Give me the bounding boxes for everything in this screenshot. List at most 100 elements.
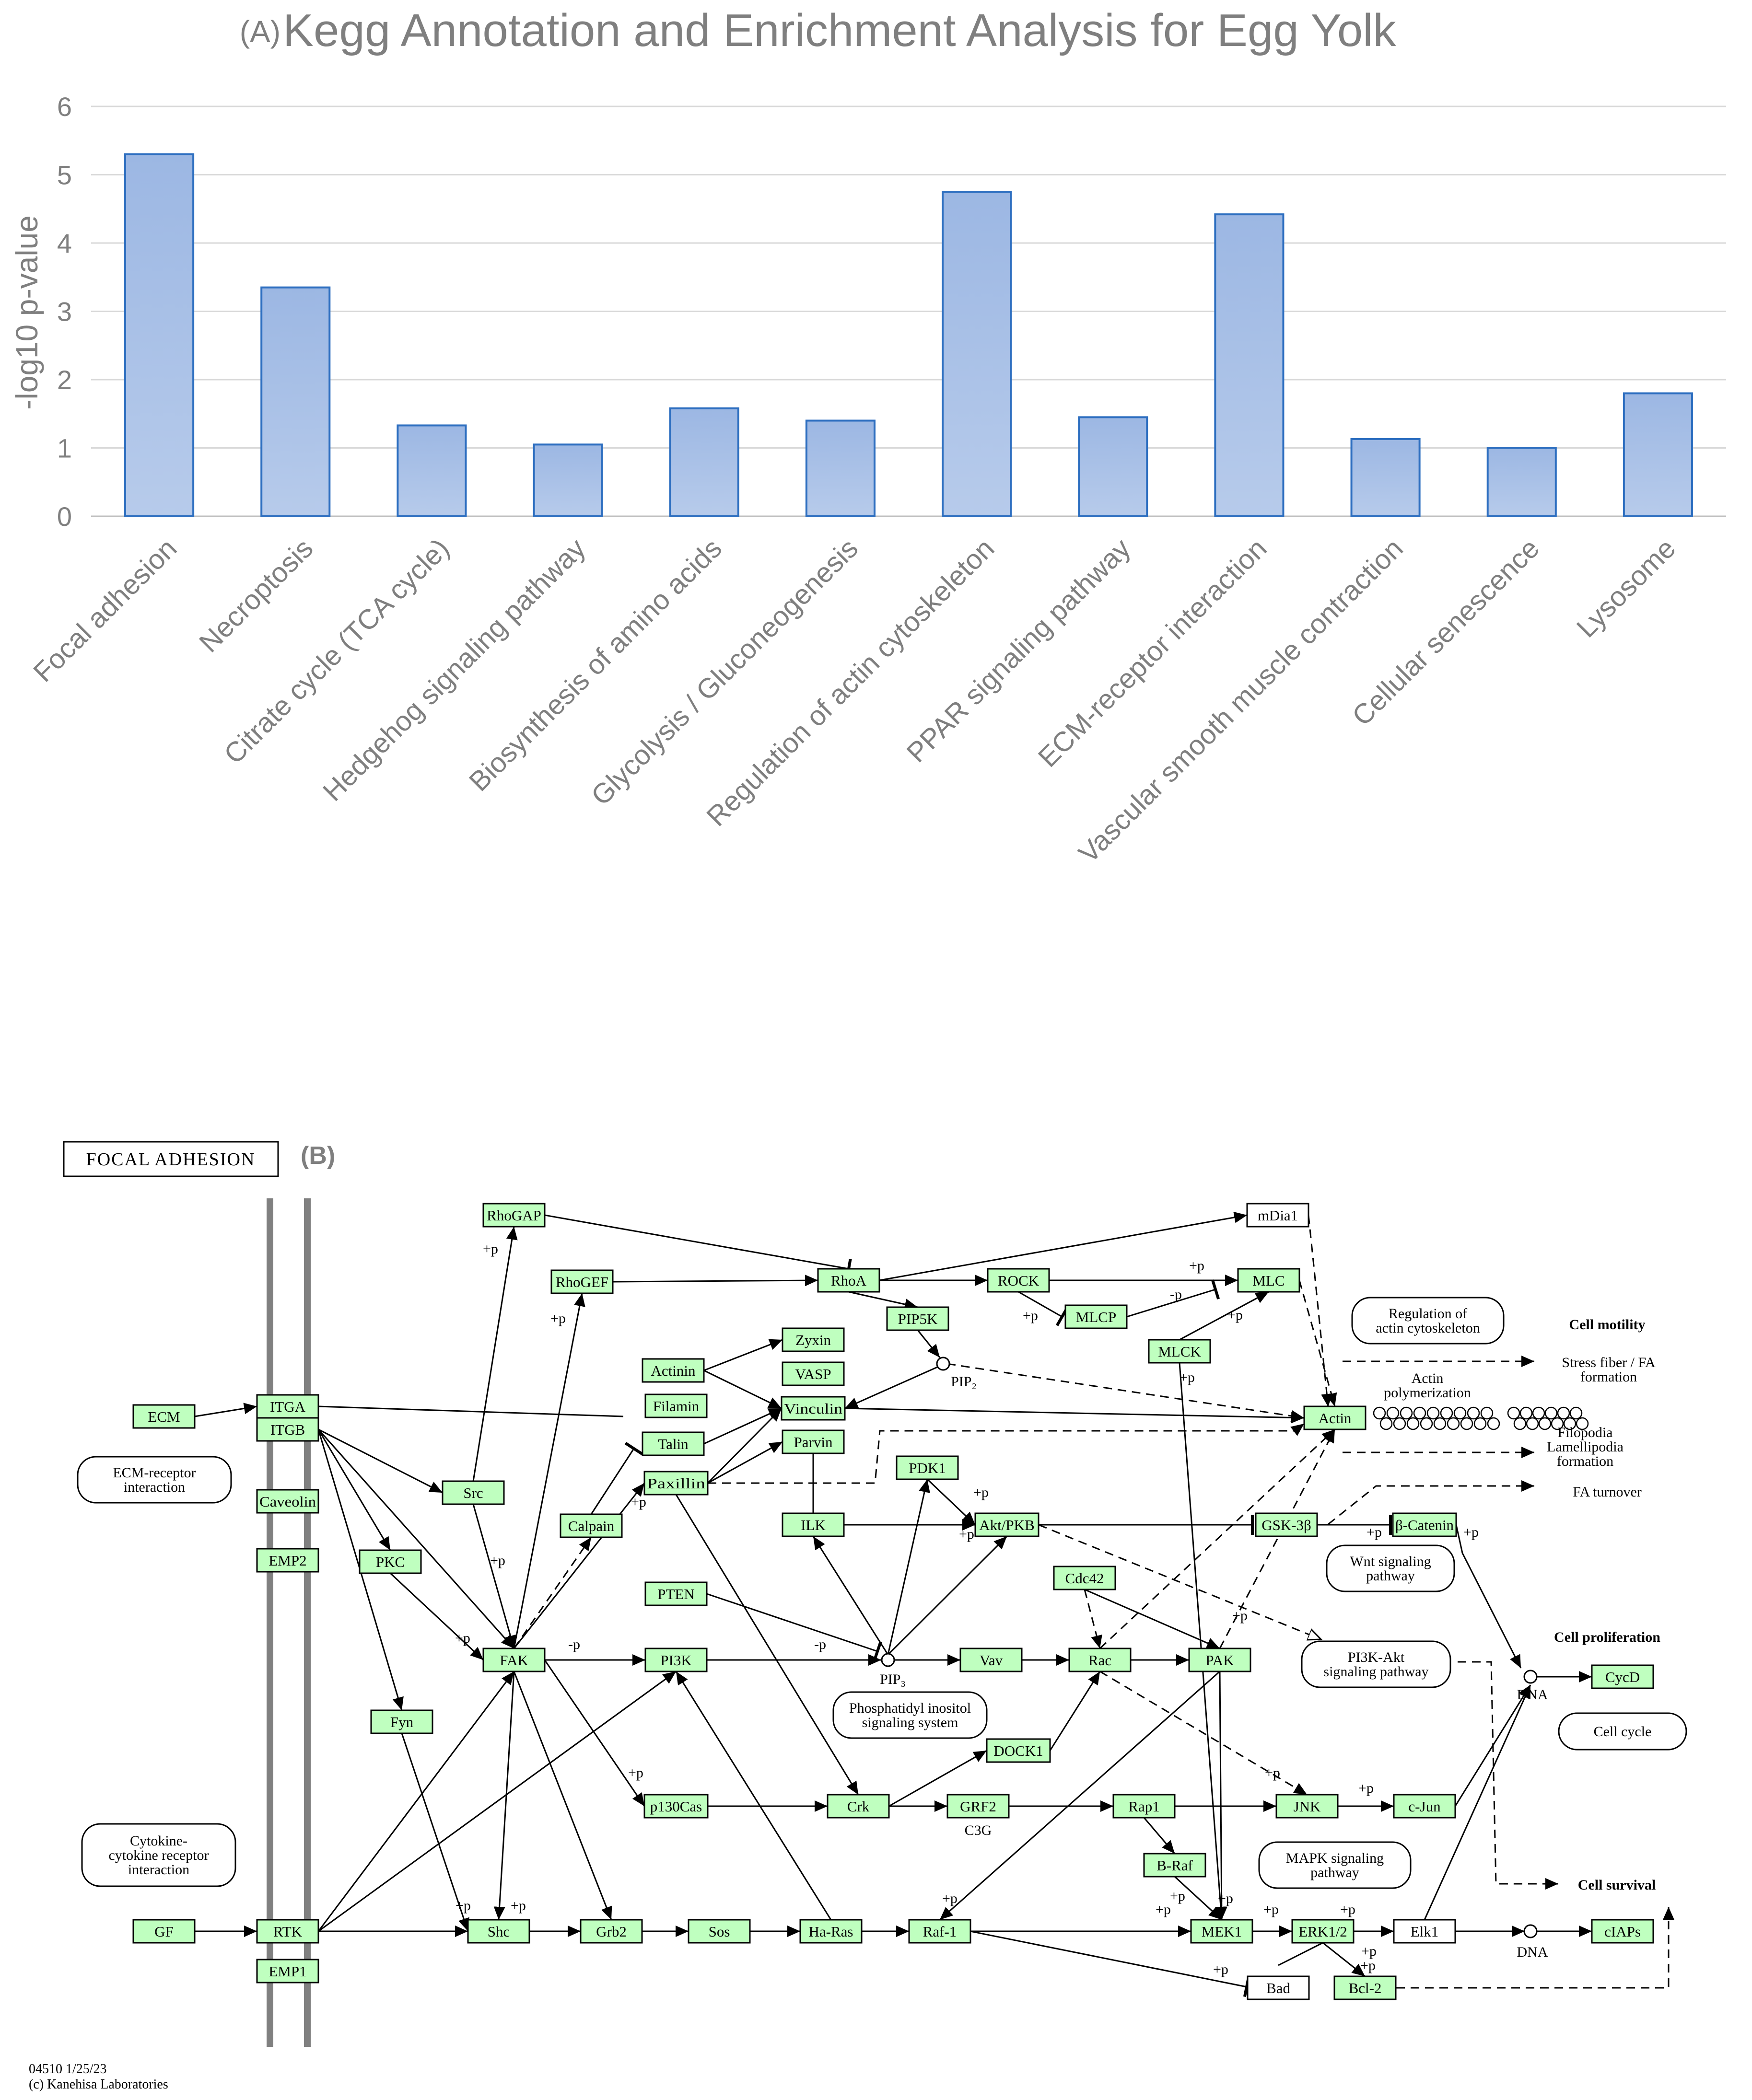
gene-node-raf1[interactable]: Raf-1 <box>908 1919 971 1944</box>
gene-node-mlck[interactable]: MLCK <box>1148 1339 1211 1364</box>
node-label: Bad <box>1266 1980 1290 1996</box>
compound-dna2[interactable] <box>1523 1924 1538 1938</box>
gene-node-grb2[interactable]: Grb2 <box>580 1919 643 1944</box>
gene-node-jnk[interactable]: JNK <box>1275 1794 1339 1819</box>
gene-node-crk[interactable]: Crk <box>827 1794 890 1819</box>
gene-node-erk12[interactable]: ERK1/2 <box>1291 1919 1355 1944</box>
gene-node-fyn[interactable]: Fyn <box>370 1709 433 1734</box>
gene-node-haras[interactable]: Ha-Ras <box>799 1919 863 1944</box>
gene-node-actinin[interactable]: Actinin <box>642 1358 705 1383</box>
compound-pip3[interactable] <box>881 1653 895 1667</box>
edge-label-plus-p: +p <box>456 1898 471 1914</box>
gene-node-shc[interactable]: Shc <box>467 1919 530 1944</box>
gene-node-calpain[interactable]: Calpain <box>560 1513 623 1538</box>
gene-node-emp1[interactable]: EMP1 <box>256 1959 319 1984</box>
gene-node-cdc42[interactable]: Cdc42 <box>1053 1566 1116 1590</box>
gene-node-braf[interactable]: B-Raf <box>1143 1853 1206 1878</box>
gene-node-pi3k[interactable]: PI3K <box>644 1648 708 1672</box>
gene-node-caveolin[interactable]: Caveolin <box>256 1489 319 1514</box>
gene-node-grf2[interactable]: GRF2 <box>946 1794 1010 1819</box>
gene-node-vav[interactable]: Vav <box>959 1648 1023 1672</box>
gene-node-rhogap[interactable]: RhoGAP <box>482 1203 546 1228</box>
x-tick-label: Regulation of actin cytoskeleton <box>701 533 1000 832</box>
gene-node-rac[interactable]: Rac <box>1068 1648 1132 1672</box>
gene-node-cycd[interactable]: CycD <box>1591 1664 1654 1689</box>
gene-node-vinculin[interactable]: Vinculin <box>781 1396 846 1421</box>
gene-node-zyxin[interactable]: Zyxin <box>782 1327 845 1352</box>
gene-node-rap1[interactable]: Rap1 <box>1112 1794 1176 1819</box>
pathway-map-cellcycle[interactable]: Cell cycle <box>1558 1712 1687 1751</box>
compound-pip2[interactable] <box>936 1357 950 1371</box>
gene-node-itga[interactable]: ITGA <box>256 1394 319 1419</box>
gene-node-mlcp[interactable]: MLCP <box>1064 1304 1128 1329</box>
gene-node-dock1[interactable]: DOCK1 <box>986 1738 1051 1763</box>
gene-node-src[interactable]: Src <box>442 1480 505 1505</box>
gene-node-aktpkb[interactable]: Akt/PKB <box>974 1512 1040 1537</box>
gene-node-sos[interactable]: Sos <box>688 1919 751 1944</box>
edge-label-plus-p: +p <box>483 1241 498 1257</box>
gene-node-rhogef[interactable]: RhoGEF <box>550 1269 614 1294</box>
gene-node-bcatenin[interactable]: β-Catenin <box>1392 1512 1457 1537</box>
gene-node-vasp[interactable]: VASP <box>782 1361 845 1386</box>
bar <box>1486 447 1557 517</box>
gene-node-parvin[interactable]: Parvin <box>782 1429 845 1454</box>
gene-node-ilk[interactable]: ILK <box>782 1512 845 1537</box>
gene-node-mek1[interactable]: MEK1 <box>1190 1919 1253 1944</box>
annotation-stress: Stress fiber / FA <box>1562 1355 1656 1370</box>
gene-node-rhoa[interactable]: RhoA <box>817 1268 880 1293</box>
gene-node-pak[interactable]: PAK <box>1188 1648 1251 1672</box>
gene-node-ciaps[interactable]: cIAPs <box>1591 1919 1654 1944</box>
gene-node-rock[interactable]: ROCK <box>987 1268 1050 1293</box>
gene-node-pdk1[interactable]: PDK1 <box>896 1455 959 1480</box>
node-label: Ha-Ras <box>809 1923 853 1940</box>
gene-node-actin[interactable]: Actin <box>1303 1405 1367 1430</box>
gene-node-gsk3b[interactable]: GSK-3β <box>1255 1512 1318 1537</box>
gene-node-ecm[interactable]: ECM <box>132 1404 196 1429</box>
gene-node-rtk[interactable]: RTK <box>256 1919 319 1944</box>
y-axis-label: -log10 p-value <box>10 215 44 410</box>
pathway-edge-labels: +p+p+p+p+p+p+p+p+p+p+p+p+p+p+p+p+p+p+p+p… <box>455 1241 1479 1977</box>
gene-node-paxillin[interactable]: Paxillin <box>643 1471 709 1496</box>
gene-node-gf[interactable]: GF <box>132 1919 196 1944</box>
protein-node-bad[interactable]: Bad <box>1247 1975 1310 2000</box>
gene-node-p130cas[interactable]: p130Cas <box>643 1794 709 1819</box>
pathway-edge <box>707 1441 783 1484</box>
gene-node-itgb[interactable]: ITGB <box>256 1417 319 1442</box>
edge-label-plus-p: +p <box>1340 1902 1355 1917</box>
gene-node-mlc[interactable]: MLC <box>1237 1268 1300 1293</box>
edge-label-plus-p: +p <box>1263 1902 1279 1917</box>
node-label: p130Cas <box>650 1798 702 1815</box>
actin-bead <box>1420 1417 1433 1430</box>
protein-node-elk1[interactable]: Elk1 <box>1393 1919 1456 1944</box>
pathway-map-label: Wnt signaling <box>1350 1554 1431 1569</box>
gene-node-cjun[interactable]: c-Jun <box>1393 1794 1456 1819</box>
gene-node-filamin[interactable]: Filamin <box>644 1393 708 1418</box>
pathway-map-label: MAPK signaling <box>1286 1850 1384 1866</box>
edge-label-plus-p: +p <box>1232 1608 1248 1624</box>
pathway-edge <box>1278 1942 1323 1966</box>
compound-dna1[interactable] <box>1523 1670 1538 1684</box>
gene-node-pten[interactable]: PTEN <box>644 1581 708 1606</box>
gene-node-bcl2[interactable]: Bcl-2 <box>1333 1975 1397 2000</box>
gene-node-talin[interactable]: Talin <box>642 1431 705 1456</box>
y-tick-label: 4 <box>57 228 72 258</box>
edge-label-plus-p: +p <box>1463 1524 1479 1540</box>
gene-node-emp2[interactable]: EMP2 <box>256 1548 319 1573</box>
pathway-edge <box>1298 1280 1337 1407</box>
gene-node-pip5k[interactable]: PIP5K <box>886 1306 949 1331</box>
gene-node-fak[interactable]: FAK <box>482 1648 546 1672</box>
pathway-map-label: signaling pathway <box>1323 1664 1428 1680</box>
bar <box>669 407 739 517</box>
protein-node-mdia1[interactable]: mDia1 <box>1246 1203 1309 1228</box>
pathway-map-label: Phosphatidyl inositol <box>849 1700 971 1716</box>
actin-bead <box>1393 1417 1406 1430</box>
gene-node-pkc[interactable]: PKC <box>359 1549 422 1574</box>
